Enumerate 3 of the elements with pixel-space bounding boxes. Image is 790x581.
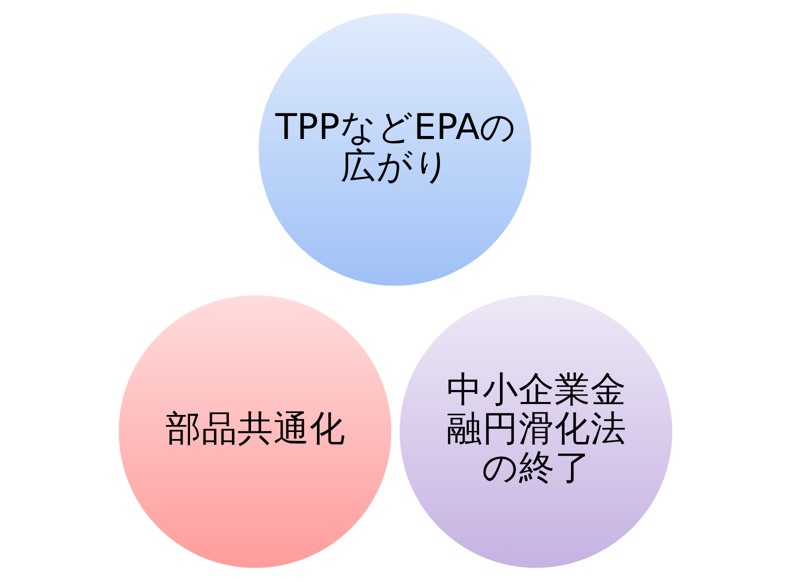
node-circle: TPPなどEPAの広がり — [258, 13, 531, 286]
node-circle: 部品共通化 — [118, 295, 391, 568]
node-circle: 中小企業金融円滑化法の終了 — [399, 295, 672, 568]
